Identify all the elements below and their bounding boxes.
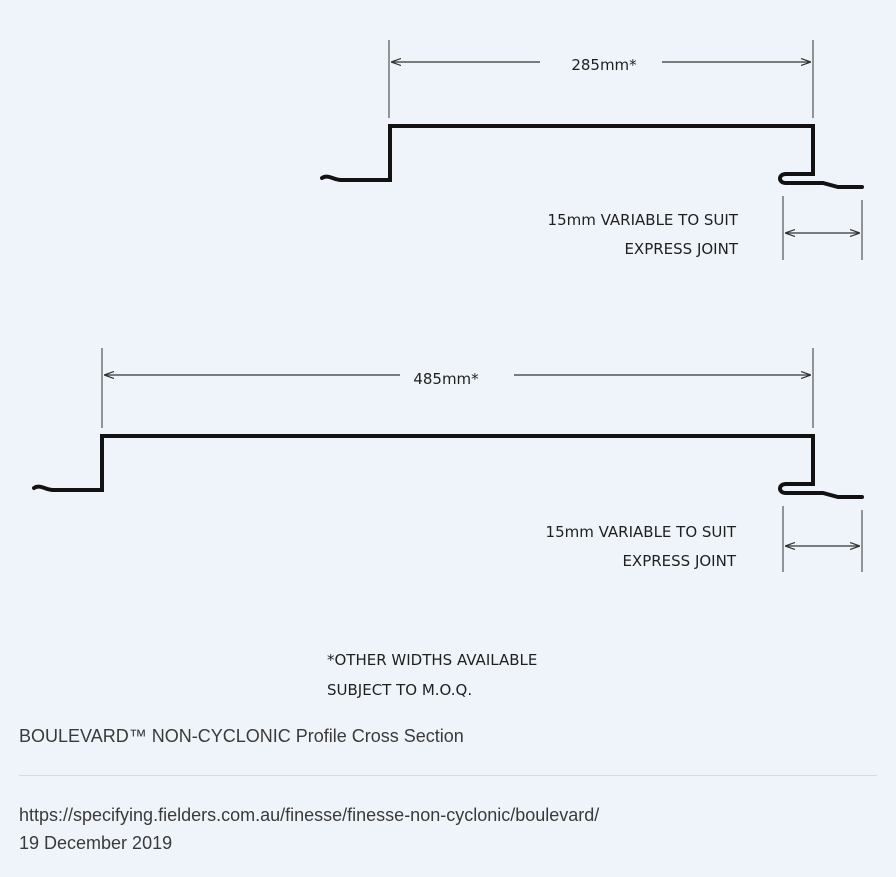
source-url[interactable]: https://specifying.fielders.com.au/fines… [19,805,600,825]
source-date: 19 December 2019 [19,833,173,853]
note-line1: *OTHER WIDTHS AVAILABLE [327,651,537,669]
profile-285mm: 285mm* 15mm VARIABLE TO SUIT EXPRESS JOI… [320,40,864,260]
figure-caption: BOULEVARD™ NON-CYCLONIC Profile Cross Se… [19,726,464,746]
width-label-285mm: 285mm* [571,56,637,74]
profile-cross-section-diagram: 285mm* 15mm VARIABLE TO SUIT EXPRESS JOI… [32,40,864,699]
joint-label-line1: 15mm VARIABLE TO SUIT [548,211,739,229]
width-label-485mm: 485mm* [413,370,479,388]
sheet-profile-outline [320,124,864,189]
divider [19,775,877,776]
widths-note: *OTHER WIDTHS AVAILABLE SUBJECT TO M.O.Q… [327,651,537,699]
profile-485mm: 485mm* 15mm VARIABLE TO SUIT EXPRESS JOI… [32,348,864,572]
joint-label-line2: EXPRESS JOINT [624,240,738,258]
sheet-profile-outline [32,434,864,499]
note-line2: SUBJECT TO M.O.Q. [327,681,472,699]
joint-label-line2: EXPRESS JOINT [622,552,736,570]
joint-label-line1: 15mm VARIABLE TO SUIT [546,523,737,541]
